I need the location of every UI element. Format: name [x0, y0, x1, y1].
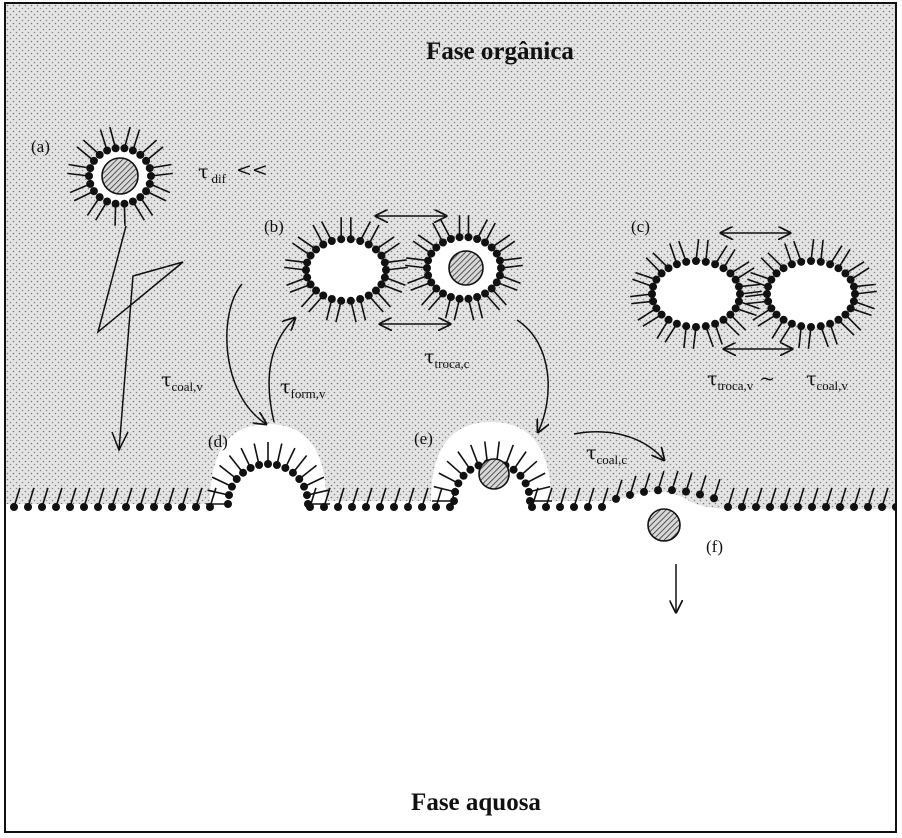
surfactant-molecule: [208, 490, 233, 499]
surfactant-molecule: [522, 473, 545, 487]
surfactant-molecule: [542, 488, 552, 511]
surfactant-molecule: [220, 465, 241, 483]
interface-bump-d: [206, 442, 330, 508]
label-d: (d): [208, 432, 228, 451]
surfactant-molecule: [229, 456, 247, 477]
label-b: (b): [264, 217, 284, 236]
aqueous-phase-title: Fase aquosa: [411, 789, 541, 816]
surfactant-molecule: [439, 473, 462, 487]
surfactant-molecule: [273, 444, 282, 469]
surfactant-molecule: [510, 452, 526, 474]
label-c: (c): [631, 217, 650, 236]
label-f: (f): [706, 537, 723, 556]
surfactant-molecule: [516, 461, 536, 480]
water-droplet-e: [479, 459, 509, 489]
surfactant-molecule: [434, 487, 459, 496]
label-e: (e): [414, 429, 433, 448]
surfactant-molecule: [264, 442, 272, 468]
surfactant-molecule: [295, 465, 316, 483]
reverse-micelle-diagram: Fase orgânica Fase aquosa (a) (b) (c) (d…: [6, 4, 897, 833]
surfactant-molecule: [458, 452, 474, 474]
surfactant-molecule: [447, 461, 467, 480]
diagram-frame: Fase orgânica Fase aquosa (a) (b) (c) (d…: [4, 2, 897, 833]
water-droplet-f: [648, 509, 680, 541]
label-a: (a): [31, 137, 50, 156]
surfactant-molecule: [300, 477, 324, 491]
organic-phase-title: Fase orgânica: [426, 38, 574, 65]
water-droplet-b: [449, 251, 483, 285]
surfactant-molecule: [254, 444, 263, 469]
surfactant-molecule: [241, 448, 255, 472]
water-droplet-a: [102, 158, 138, 194]
surfactant-molecule: [289, 456, 307, 477]
surfactant-molecule: [432, 488, 442, 511]
surfactant-molecule: [303, 490, 328, 499]
surfactant-molecule: [281, 448, 295, 472]
